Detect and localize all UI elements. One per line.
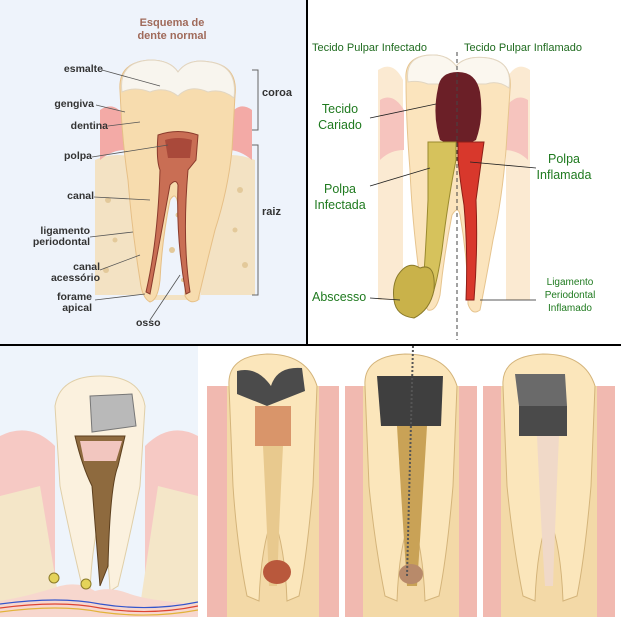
label-forame-line-1: forame (56, 291, 92, 303)
procedure-step-3-illustration (483, 353, 615, 617)
label-ligamento-line-1: ligamento (40, 225, 90, 237)
label-ligamento-line-2: periodontal (32, 236, 90, 248)
label-gengiva: gengiva (54, 98, 94, 110)
label-canal-acessorio-line-1: canal (73, 261, 100, 273)
label-tecido-cariado: Tecido Cariado (312, 101, 368, 133)
label-polpa-inflamada-line-2: Inflamada (536, 168, 592, 182)
label-esmalte: esmalte (63, 63, 103, 75)
horizontal-divider (0, 344, 621, 346)
label-canal-acessorio: canal acessório (51, 262, 100, 284)
label-osso: osso (136, 317, 161, 329)
normal-tooth-illustration (89, 59, 259, 321)
label-forame-apical: forame apical (57, 292, 92, 314)
infected-tooth-illustration (369, 52, 537, 340)
procedure-step-2-illustration (345, 346, 477, 617)
label-canal: canal (67, 190, 94, 202)
label-canal-acessorio-line-2: acessório (50, 272, 100, 284)
label-tecido-line-2: Cariado (318, 118, 362, 132)
procedure-step-2-panel (345, 346, 477, 617)
label-ligamento-periodontal: ligamento periodontal (33, 226, 90, 248)
label-lig-line-1: Ligamento (546, 277, 594, 288)
normal-tooth-panel: Esquema de dente normal esmalte gengiva … (0, 0, 306, 345)
label-abscesso: Abscesso (312, 290, 367, 304)
label-polpa: polpa (64, 150, 92, 162)
diagram-title: Esquema de dente normal (132, 17, 212, 43)
title-line-1: Esquema de (139, 17, 205, 29)
vertical-divider (306, 0, 308, 345)
label-lig-line-2: Periodontal (544, 290, 596, 301)
abscess-tooth-panel (0, 346, 198, 617)
label-polpa-inflamada: Polpa Inflamada (532, 151, 596, 183)
label-tecido-line-1: Tecido (321, 102, 359, 116)
label-ligamento-inflamado: Ligamento Periodontal Inflamado (534, 276, 606, 315)
abscess-tooth-illustration (0, 375, 198, 617)
label-polpa-infectada: Polpa Infectada (308, 181, 372, 213)
header-infectado: Tecido Pulpar Infectado (312, 42, 427, 54)
label-dentina: dentina (70, 120, 108, 132)
label-raiz: raiz (262, 206, 281, 218)
procedure-step-1-panel (207, 346, 339, 617)
infected-tooth-panel: Tecido Pulpar Infectado Tecido Pulpar In… (308, 0, 621, 344)
label-polpa-inflamada-line-1: Polpa (548, 152, 580, 166)
label-coroa: coroa (262, 87, 292, 99)
procedure-step-3-panel (483, 346, 615, 617)
title-line-2: dente normal (137, 30, 207, 42)
label-forame-line-2: apical (62, 302, 92, 314)
header-inflamado: Tecido Pulpar Inflamado (464, 42, 583, 54)
label-lig-line-3: Inflamado (548, 303, 592, 314)
label-polpa-infectada-line-1: Polpa (324, 182, 356, 196)
procedure-step-1-illustration (207, 353, 339, 617)
label-polpa-infectada-line-2: Infectada (314, 198, 366, 212)
